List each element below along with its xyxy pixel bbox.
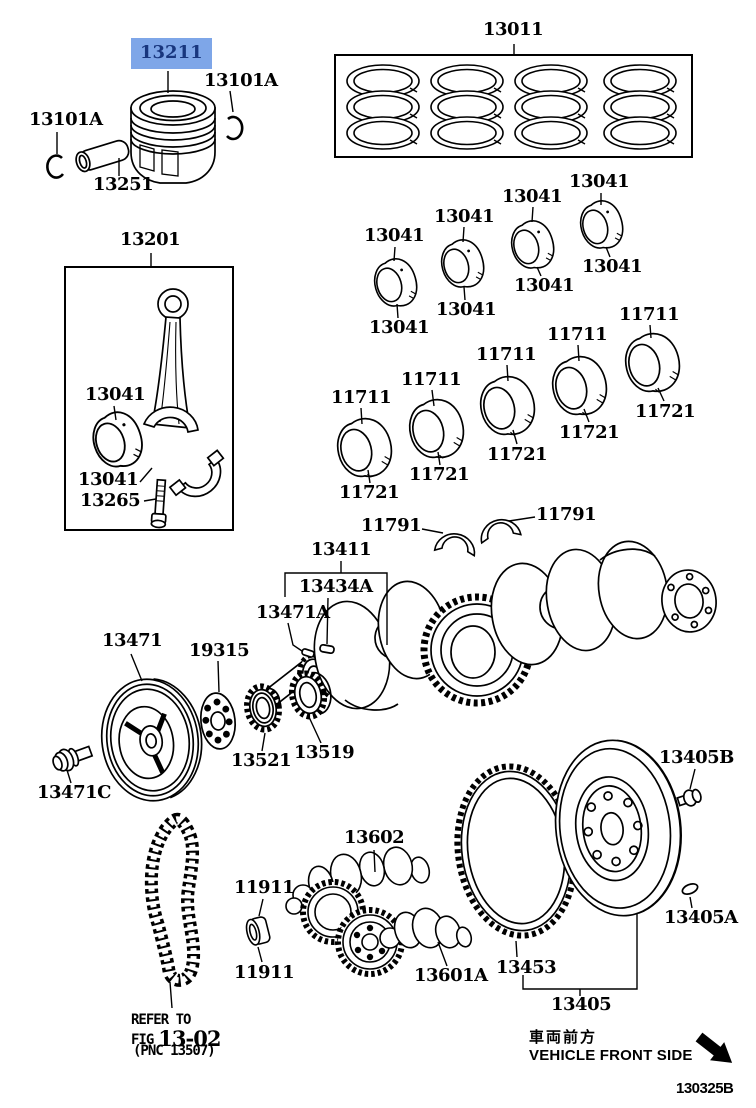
part-label-11721-4[interactable]: 11721: [559, 422, 620, 443]
leader-lines: [56, 44, 696, 1009]
part-label-13521[interactable]: 13521: [231, 750, 292, 771]
part-label-13519[interactable]: 13519: [294, 742, 355, 763]
chain-note-line1: REFER TO: [131, 1012, 191, 1028]
part-label-11721-1[interactable]: 11721: [339, 482, 400, 503]
part-label-13211-highlighted[interactable]: 13211: [131, 38, 212, 69]
part-label-13041-a3[interactable]: 13041: [502, 186, 563, 207]
part-label-13471c[interactable]: 13471C: [37, 782, 111, 803]
part-label-13471[interactable]: 13471: [102, 630, 163, 651]
flywheel-drawing: [454, 739, 702, 939]
part-label-11721-3[interactable]: 11721: [487, 444, 548, 465]
part-label-13453[interactable]: 13453: [496, 957, 557, 978]
part-label-13405[interactable]: 13405: [551, 994, 612, 1015]
part-label-13101a-right[interactable]: 13101A: [204, 70, 278, 91]
part-label-13041-a1[interactable]: 13041: [364, 225, 425, 246]
part-label-13602[interactable]: 13602: [344, 827, 405, 848]
part-label-11721-5[interactable]: 11721: [635, 401, 696, 422]
rod-bearing-drawings: [368, 195, 629, 313]
part-label-13434a[interactable]: 13434A: [299, 576, 373, 597]
figure-code: 130325B: [676, 1080, 734, 1097]
part-label-11711-4[interactable]: 11711: [547, 324, 608, 345]
connecting-rod-drawing: [64, 266, 234, 531]
timing-chain-drawing: [144, 812, 201, 987]
piston-ring-set-drawing: [334, 54, 693, 158]
part-label-13265[interactable]: 13265: [80, 490, 141, 511]
part-label-19315[interactable]: 19315: [189, 640, 250, 661]
part-label-13041-b3[interactable]: 13041: [514, 275, 575, 296]
vehicle-front-label-en: VEHICLE FRONT SIDE: [529, 1047, 693, 1064]
part-label-13041-b4[interactable]: 13041: [582, 256, 643, 277]
part-label-13041-a2[interactable]: 13041: [434, 206, 495, 227]
balance-shaft-drawings: [245, 846, 473, 977]
part-label-13101a-left[interactable]: 13101A: [29, 109, 103, 130]
part-label-13011[interactable]: 13011: [483, 19, 544, 40]
chain-note-fig-prefix: FIG: [131, 1032, 154, 1048]
part-label-13041-box-lower[interactable]: 13041: [78, 469, 139, 490]
part-label-11721-2[interactable]: 11721: [409, 464, 470, 485]
part-label-13601a[interactable]: 13601A: [414, 965, 488, 986]
chain-note-fig-number: 13-02: [158, 1026, 221, 1051]
pulley-drawing: [52, 670, 332, 802]
part-label-13201[interactable]: 13201: [120, 229, 181, 250]
part-label-13041-b2[interactable]: 13041: [436, 299, 497, 320]
part-label-13471a[interactable]: 13471A: [256, 602, 330, 623]
part-label-11911-top[interactable]: 11911: [234, 877, 295, 898]
part-label-13411[interactable]: 13411: [311, 539, 372, 560]
part-label-11711-1[interactable]: 11711: [331, 387, 392, 408]
part-label-13041-box-upper[interactable]: 13041: [85, 384, 146, 405]
chain-note-line3: (PNC 13507): [133, 1043, 216, 1059]
piston-drawing: [46, 90, 244, 184]
crankshaft-drawing: [264, 540, 717, 711]
part-label-13041-a4[interactable]: 13041: [569, 171, 630, 192]
part-label-13041-b1[interactable]: 13041: [369, 317, 430, 338]
part-label-11711-5[interactable]: 11711: [619, 304, 680, 325]
part-label-11791-left[interactable]: 11791: [361, 515, 422, 536]
part-label-11911-bottom[interactable]: 11911: [234, 962, 295, 983]
part-label-11791-right[interactable]: 11791: [536, 504, 597, 525]
part-label-13405b[interactable]: 13405B: [659, 747, 734, 768]
thrust-washer-drawings: [433, 515, 522, 557]
vehicle-front-arrow: [695, 1032, 733, 1063]
vehicle-front-label-jp: 車両前方: [529, 1028, 598, 1046]
part-label-11711-3[interactable]: 11711: [476, 344, 537, 365]
part-label-13405a[interactable]: 13405A: [664, 907, 738, 928]
part-label-11711-2[interactable]: 11711: [401, 369, 462, 390]
part-label-13251[interactable]: 13251: [93, 174, 154, 195]
